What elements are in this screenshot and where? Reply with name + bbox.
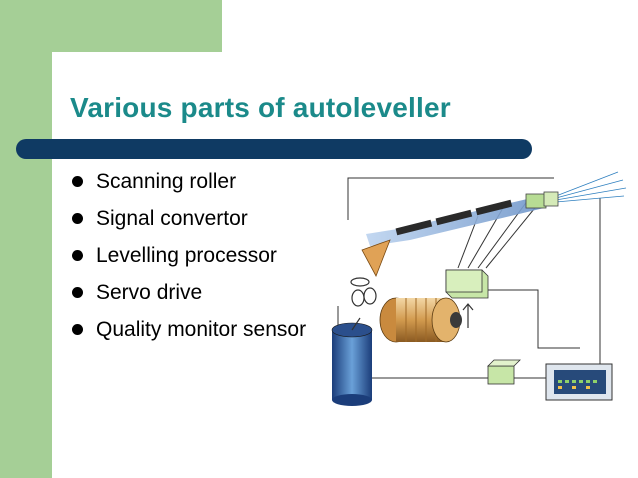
levelling-processor-box	[487, 359, 521, 385]
bullet-text: Quality monitor sensor	[96, 318, 307, 341]
title-underline-bar	[16, 139, 532, 159]
quality-sensor-box	[525, 191, 559, 209]
bullet-item: Levelling processor	[70, 244, 310, 268]
roller-pairs	[395, 199, 513, 236]
control-panel	[545, 363, 613, 401]
slide-title: Various parts of autoleveller	[70, 92, 451, 123]
sliver-can	[331, 322, 373, 406]
sensor-beams	[555, 171, 627, 203]
bullet-text: Levelling processor	[96, 244, 277, 267]
bullet-item: Servo drive	[70, 281, 310, 305]
top-accent-block	[0, 0, 222, 52]
sliver-web	[366, 196, 544, 246]
bullet-dot-icon	[72, 213, 83, 224]
bullet-list: Scanning roller Signal convertor Levelli…	[70, 170, 310, 355]
bullet-dot-icon	[72, 287, 83, 298]
bullet-dot-icon	[72, 176, 83, 187]
left-accent-bar	[0, 0, 52, 478]
bullet-text: Signal convertor	[96, 207, 248, 230]
bullet-text: Servo drive	[96, 281, 203, 304]
bullet-text: Scanning roller	[96, 170, 237, 193]
sliver-funnel	[361, 239, 391, 277]
content-panel	[52, 52, 638, 478]
bullet-item: Scanning roller	[70, 170, 310, 194]
bullet-dot-icon	[72, 250, 83, 261]
bullet-dot-icon	[72, 324, 83, 335]
bullet-item: Quality monitor sensor	[70, 318, 310, 342]
bullet-item: Signal convertor	[70, 207, 310, 231]
signal-convertor-box	[445, 269, 489, 299]
servo-motor	[379, 297, 462, 343]
arrow-up-icon	[462, 303, 474, 328]
autoleveller-diagram	[331, 171, 627, 406]
scanning-roller	[350, 277, 377, 307]
